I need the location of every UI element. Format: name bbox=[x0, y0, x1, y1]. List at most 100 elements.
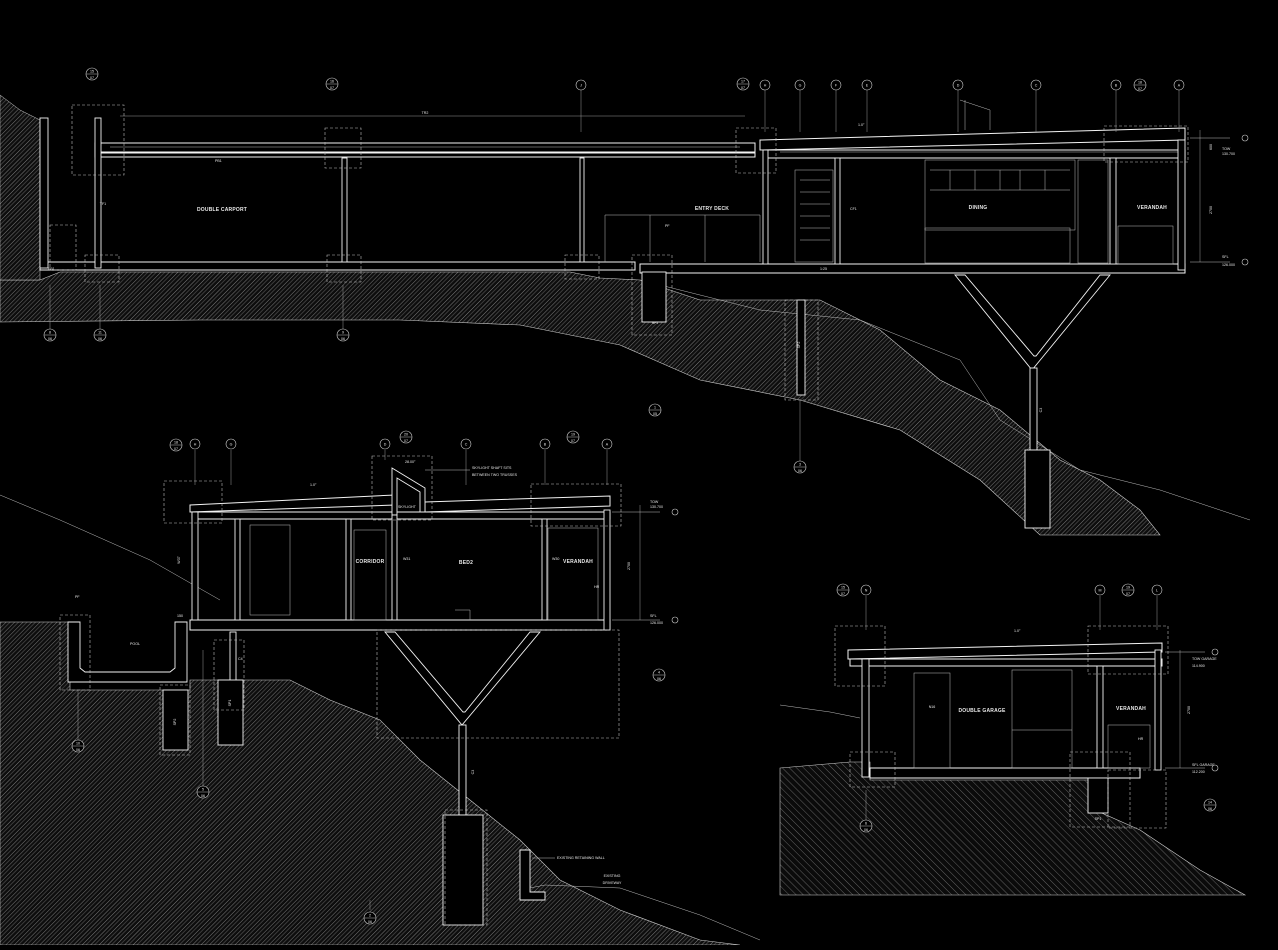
section-a-ceiling-house bbox=[764, 149, 1186, 159]
section-c-level-marks: TOW GARAGE 114.900 SFL GARAGE 112.200 bbox=[1165, 648, 1219, 774]
svg-text:EXISTING: EXISTING bbox=[604, 874, 621, 878]
svg-text:14: 14 bbox=[1208, 801, 1212, 805]
detail-ref-bubble[interactable]: 20 07 bbox=[399, 430, 413, 444]
svg-text:BETWEEN TWO TRUSSES: BETWEEN TWO TRUSSES bbox=[472, 473, 518, 477]
svg-text:06: 06 bbox=[98, 337, 102, 341]
section-a-terrain-line bbox=[639, 279, 1251, 521]
grid-label-j: J bbox=[580, 84, 582, 88]
section-b-floor bbox=[189, 619, 611, 631]
section-c-roof bbox=[847, 642, 1163, 660]
section-a-grid-lines bbox=[120, 90, 1201, 262]
section-b-column-c4 bbox=[229, 631, 237, 683]
section-a-roof-carport bbox=[94, 142, 756, 153]
detail-ref-bubble[interactable]: 15 07 bbox=[836, 583, 850, 597]
svg-text:15: 15 bbox=[841, 586, 845, 590]
svg-text:2700: 2700 bbox=[627, 562, 631, 570]
svg-text:130.700: 130.700 bbox=[1222, 152, 1235, 156]
detail-ref-bubble[interactable]: 19 07 bbox=[566, 430, 580, 444]
grid-label-c: C bbox=[1035, 84, 1038, 88]
svg-text:6: 6 bbox=[865, 822, 867, 826]
svg-text:PF: PF bbox=[665, 224, 670, 228]
svg-text:17: 17 bbox=[741, 80, 745, 84]
svg-text:06: 06 bbox=[76, 748, 80, 752]
section-b-detail-refs: 18 07 20 07 19 07 bbox=[169, 430, 580, 452]
section-b-y-column bbox=[384, 631, 541, 726]
section-c-detail-boxes bbox=[834, 625, 1169, 829]
detail-ref-bubble[interactable]: 14 06 bbox=[1203, 798, 1217, 812]
detail-ref-bubble[interactable]: 15 07 bbox=[85, 67, 99, 81]
room-label-verandah: VERANDAH bbox=[1116, 706, 1146, 712]
svg-text:TF1: TF1 bbox=[100, 202, 106, 206]
svg-text:SP1: SP1 bbox=[1095, 817, 1102, 821]
svg-text:07: 07 bbox=[1126, 592, 1130, 596]
section-b-wall-6 bbox=[603, 509, 611, 631]
svg-text:4: 4 bbox=[658, 671, 660, 675]
detail-ref-bubble[interactable]: 6 06 bbox=[859, 819, 873, 833]
room-label-double-garage: DOUBLE GARAGE bbox=[958, 708, 1006, 714]
svg-text:18: 18 bbox=[174, 441, 178, 445]
section-a-house-wall-1 bbox=[762, 149, 769, 265]
section-a-detail-refs: 15 07 16 07 17 07 18 07 bbox=[85, 67, 1147, 92]
grid-label-e: E bbox=[866, 84, 869, 88]
section-c-floor bbox=[869, 767, 1141, 779]
svg-text:C: C bbox=[465, 443, 468, 447]
section-a-column-c3 bbox=[1029, 367, 1038, 451]
svg-text:2700: 2700 bbox=[1209, 206, 1213, 214]
svg-text:SP1: SP1 bbox=[228, 700, 232, 707]
section-c-wall-mid bbox=[1096, 665, 1104, 769]
section-a-west-wall bbox=[39, 117, 49, 269]
section-a-roof-carport-fascia bbox=[94, 152, 756, 158]
svg-text:06: 06 bbox=[48, 337, 52, 341]
svg-text:06: 06 bbox=[798, 469, 802, 473]
section-b-roof-right bbox=[424, 495, 611, 513]
svg-text:06: 06 bbox=[201, 794, 205, 798]
section-c-wall-east bbox=[1154, 649, 1162, 771]
svg-text:SFL: SFL bbox=[1222, 255, 1229, 259]
detail-ref-bubble[interactable]: 19 07 bbox=[1121, 583, 1135, 597]
section-b-pool bbox=[67, 621, 188, 683]
section-a-ground-hatch bbox=[0, 271, 1161, 536]
svg-text:5: 5 bbox=[202, 788, 204, 792]
detail-ref-bubble[interactable]: 1 05 bbox=[648, 403, 662, 417]
detail-ref-bubble[interactable]: 3 06 bbox=[793, 460, 807, 474]
detail-ref-bubble[interactable]: 5 06 bbox=[196, 785, 210, 799]
svg-text:TOW GARAGE: TOW GARAGE bbox=[1192, 657, 1217, 661]
svg-text:16: 16 bbox=[330, 80, 334, 84]
detail-ref-bubble[interactable]: 4 06 bbox=[652, 668, 666, 682]
svg-text:SP2: SP2 bbox=[173, 719, 177, 726]
svg-text:PB1: PB1 bbox=[215, 159, 222, 163]
section-b-retaining-wall bbox=[519, 849, 546, 901]
svg-text:TR2: TR2 bbox=[422, 111, 429, 115]
svg-text:07: 07 bbox=[571, 439, 575, 443]
section-c: N M L 15 07 19 07 6 06 bbox=[779, 583, 1247, 896]
detail-ref-bubble[interactable]: 18 07 bbox=[169, 438, 183, 452]
section-b-interiors bbox=[249, 524, 599, 621]
svg-text:B: B bbox=[544, 443, 547, 447]
section-a-east-wall bbox=[1177, 139, 1186, 271]
svg-text:28.00°: 28.00° bbox=[405, 460, 416, 464]
svg-text:130.700: 130.700 bbox=[650, 505, 663, 509]
svg-text:112.200: 112.200 bbox=[1192, 770, 1205, 774]
section-b-pier-sp1 bbox=[442, 814, 484, 926]
detail-ref-bubble[interactable]: 8 06 bbox=[43, 328, 57, 342]
svg-text:N: N bbox=[865, 589, 868, 593]
detail-ref-bubble[interactable]: 2 06 bbox=[363, 911, 377, 925]
svg-text:114.900: 114.900 bbox=[1192, 664, 1205, 668]
grid-label-f: F bbox=[835, 84, 838, 88]
detail-ref-bubble[interactable]: 18 07 bbox=[1133, 78, 1147, 92]
svg-text:HR: HR bbox=[594, 585, 600, 589]
detail-ref-bubble[interactable]: 11 06 bbox=[93, 328, 107, 342]
section-b-wall-2 bbox=[234, 518, 241, 621]
section-a-grid-bubbles: J H G F E D C B A bbox=[575, 79, 1185, 91]
detail-ref-bubble[interactable]: 17 07 bbox=[736, 77, 750, 91]
section-c-bottom-refs: 6 06 14 06 bbox=[859, 790, 1217, 833]
detail-ref-bubble[interactable]: 16 07 bbox=[325, 77, 339, 91]
svg-text:07: 07 bbox=[841, 592, 845, 596]
svg-text:2: 2 bbox=[369, 914, 371, 918]
section-a-bottom-refs: 8 06 11 06 9 06 3 06 1 bbox=[43, 285, 807, 474]
svg-text:G: G bbox=[230, 443, 233, 447]
detail-ref-bubble[interactable]: 9 06 bbox=[336, 328, 350, 342]
detail-ref-bubble[interactable]: 10 06 bbox=[71, 739, 85, 753]
section-c-ceiling bbox=[849, 658, 1163, 667]
